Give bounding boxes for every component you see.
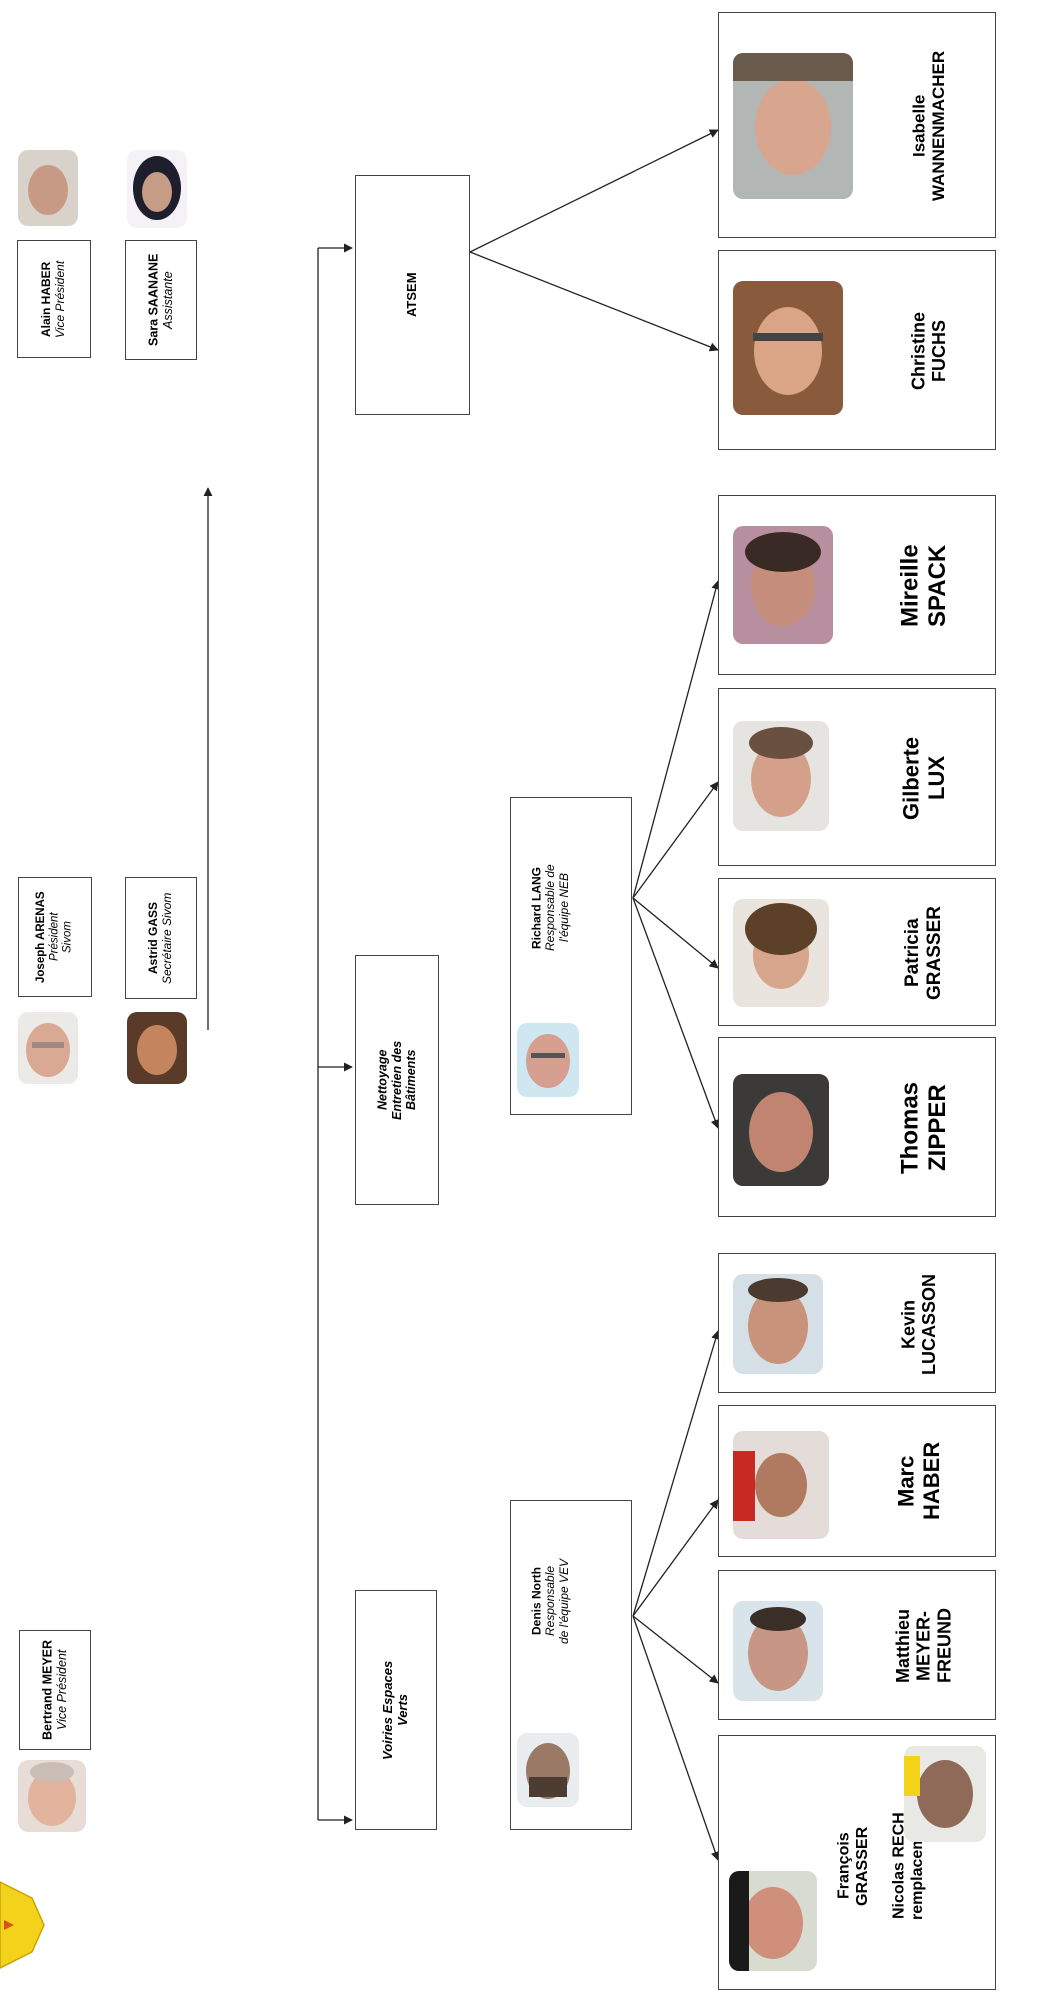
service-label: ATSEM	[404, 272, 420, 318]
avatar	[729, 1871, 817, 1971]
person-name: Denis North	[529, 1567, 544, 1636]
person-role: Vice Président	[53, 260, 67, 338]
service-label: Verts	[395, 1693, 410, 1727]
staff-name: Christine	[908, 312, 929, 391]
person-role: Secrétaire Sivom	[160, 892, 174, 984]
staff-card-matthieu: Matthieu MEYER- FREUND	[718, 1570, 996, 1720]
avatar	[733, 1431, 829, 1539]
avatar	[733, 53, 853, 199]
staff-card-gilberte: Gilberte LUX	[718, 688, 996, 866]
staff-card-marc: Marc HABER	[718, 1405, 996, 1557]
person-name: Sara SAANANE	[146, 253, 161, 347]
person-role: Responsable	[543, 1565, 558, 1637]
staff-name: SPACK	[924, 544, 951, 628]
lead-neb: Richard LANG Responsable de l'équipe NEB	[510, 797, 632, 1115]
staff-name: Patricia	[902, 918, 924, 988]
person-card-assistant: Sara SAANANE Assistante	[125, 240, 197, 360]
person-name: Astrid GASS	[146, 902, 161, 975]
service-neb: Nettoyage Entretien des Bâtiments	[355, 955, 439, 1205]
staff-card-mireille: Mireille SPACK	[718, 495, 996, 675]
service-atsem: ATSEM	[355, 175, 470, 415]
service-label: Entretien des	[389, 1040, 404, 1120]
avatar	[18, 1012, 78, 1084]
staff-name: Matthieu	[892, 1609, 913, 1683]
staff-name: François	[835, 1832, 853, 1900]
avatar	[517, 1023, 579, 1097]
staff-card-patricia: Patricia GRASSER	[718, 878, 996, 1026]
person-card-vp2: Alain HABER Vice Président	[17, 240, 91, 358]
staff-card-kevin: Kevin LUCASSON	[718, 1253, 996, 1393]
staff-card-thomas: Thomas ZIPPER	[718, 1037, 996, 1217]
person-role: Sivom	[61, 921, 74, 953]
staff-card-isabelle: Isabelle WANNENMACHER	[718, 12, 996, 238]
staff-name: GRASSER	[924, 906, 945, 1000]
service-label: Nettoyage	[375, 1049, 390, 1111]
avatar	[733, 1074, 829, 1186]
staff-name: FREUND	[934, 1608, 955, 1684]
person-role: l'équipe NEB	[556, 873, 571, 943]
person-name: Richard LANG	[529, 867, 544, 950]
staff-name: FUCHS	[929, 320, 949, 382]
person-role: de l'équipe VEV	[556, 1558, 571, 1644]
avatar	[517, 1733, 579, 1807]
avatar	[733, 281, 843, 415]
person-name: Bertrand MEYER	[40, 1639, 55, 1741]
staff-name: Gilberte	[898, 736, 924, 820]
person-role: Responsable de	[543, 864, 558, 952]
person-role: Président	[48, 912, 61, 962]
avatar	[733, 1601, 823, 1701]
person-role: Vice Président	[55, 1649, 69, 1731]
service-vev: Voiries Espaces Verts	[355, 1590, 437, 1830]
avatar	[127, 1012, 187, 1084]
avatar	[733, 721, 829, 831]
staff-card-christine: Christine FUCHS	[718, 250, 996, 450]
staff-card-francois: François GRASSER Nicolas RECH remplaceme…	[718, 1735, 996, 1990]
person-card-president: Joseph ARENAS Président Sivom	[18, 877, 92, 997]
staff-name: Kevin	[898, 1299, 919, 1349]
avatar	[733, 526, 833, 644]
avatar	[733, 899, 829, 1007]
avatar	[18, 150, 78, 226]
avatar	[904, 1746, 986, 1842]
person-name: Alain HABER	[39, 261, 54, 337]
staff-name: LUX	[924, 756, 949, 800]
staff-name: HABER	[919, 1441, 944, 1521]
staff-name: Thomas	[896, 1082, 924, 1175]
person-card-secretary: Astrid GASS Secrétaire Sivom	[125, 877, 197, 999]
staff-name: Mireille	[896, 544, 924, 628]
staff-name: ZIPPER	[924, 1084, 951, 1172]
avatar	[18, 1760, 86, 1832]
service-label: Bâtiments	[404, 1049, 419, 1111]
staff-name: Marc	[893, 1455, 919, 1507]
lead-vev: Denis North Responsable de l'équipe VEV	[510, 1500, 632, 1830]
service-label: Voiries Espaces	[380, 1660, 396, 1760]
avatar	[733, 1274, 823, 1374]
logo	[0, 1881, 45, 1969]
staff-name: WANNENMACHER	[929, 50, 948, 202]
staff-name: GRASSER	[854, 1826, 871, 1906]
staff-name: MEYER-	[913, 1611, 934, 1682]
staff-name: LUCASSON	[919, 1273, 939, 1375]
person-name: Joseph ARENAS	[35, 891, 48, 983]
staff-name: Isabelle	[909, 94, 929, 158]
person-card-vp1: Bertrand MEYER Vice Président	[19, 1630, 91, 1750]
person-role: Assistante	[161, 271, 175, 329]
avatar	[127, 150, 187, 228]
